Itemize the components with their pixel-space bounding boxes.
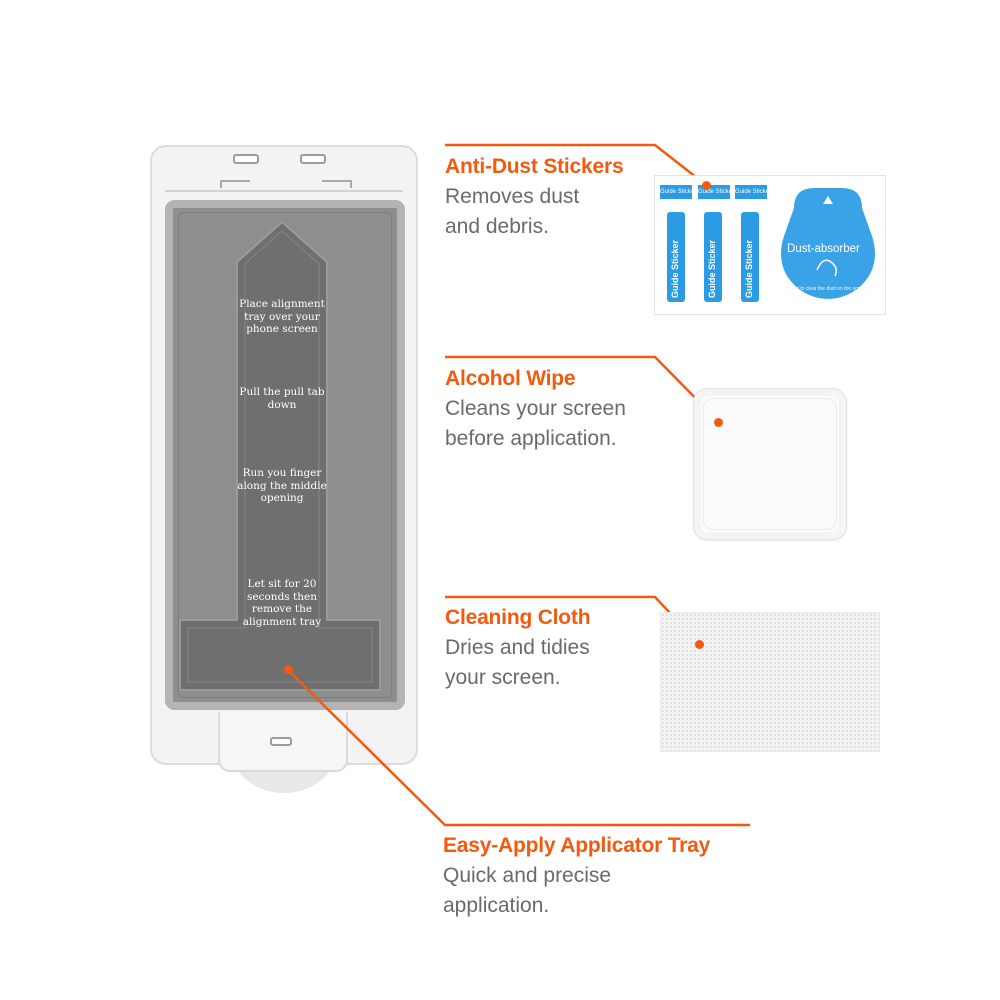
alcohol-wipe-desc-2: before application. bbox=[445, 427, 617, 450]
hand-wipe-icon bbox=[816, 259, 838, 277]
pull-tab-inner-outline bbox=[187, 230, 373, 683]
cleaning-cloth bbox=[660, 612, 880, 752]
instruction-step-3: Run you finger along the middle opening bbox=[237, 467, 327, 504]
cleaning-cloth-title: Cleaning Cloth bbox=[445, 606, 591, 629]
anti-dust-title: Anti-Dust Stickers bbox=[445, 155, 624, 178]
tray-top-rail bbox=[165, 148, 403, 192]
dust-absorber-shape bbox=[781, 188, 875, 299]
guide-sticker-strip-1-label: Guide Sticker bbox=[670, 239, 680, 298]
dust-absorber-label: Dust-absorber bbox=[787, 243, 860, 255]
guide-sticker-strip-3 bbox=[741, 212, 759, 302]
instruction-step-1: Place alignment tray over your phone scr… bbox=[239, 298, 325, 335]
pull-tab-shape bbox=[179, 220, 381, 691]
applicator-tray-dot bbox=[284, 665, 293, 674]
tray-slot-top-right bbox=[300, 154, 326, 164]
dust-absorber-sticker bbox=[781, 188, 875, 299]
pull-tab[interactable] bbox=[165, 200, 405, 710]
instruction-step-2: Pull the pull tab down bbox=[239, 386, 325, 411]
guide-sticker-strip-2-label: Guide Sticker bbox=[707, 239, 717, 298]
up-arrow-icon bbox=[823, 196, 833, 204]
instruction-step-4: Let sit for 20 seconds then remove the a… bbox=[242, 578, 322, 628]
alcohol-wipe-dot bbox=[714, 418, 723, 427]
applicator-tray-title: Easy-Apply Applicator Tray bbox=[443, 834, 711, 857]
tray-clip-right bbox=[322, 180, 352, 188]
tray-clip-left bbox=[220, 180, 250, 188]
applicator-tray-desc-2: application. bbox=[443, 894, 550, 917]
anti-dust-desc-2: and debris. bbox=[445, 215, 549, 238]
anti-dust-desc-1: Removes dust bbox=[445, 185, 580, 208]
guide-sticker-strip-1 bbox=[667, 212, 685, 302]
alcohol-wipe-seal bbox=[703, 398, 837, 530]
dust-absorber-caption: Used to clear the dust on the screen. bbox=[787, 286, 869, 292]
guide-sticker-tab-3: Guide Sticker bbox=[735, 185, 767, 199]
anti-dust-line bbox=[445, 143, 707, 186]
guide-sticker-tab-1: Guide Sticker bbox=[660, 185, 692, 199]
cleaning-cloth-desc-2: your screen. bbox=[445, 666, 561, 689]
guide-sticker-strip-2 bbox=[704, 212, 722, 302]
alcohol-wipe-pad bbox=[693, 388, 847, 540]
applicator-tray-line bbox=[287, 669, 750, 827]
cleaning-cloth-desc-1: Dries and tidies bbox=[445, 636, 590, 659]
tray-well-edge bbox=[178, 212, 392, 698]
guide-sticker-strip-3-label: Guide Sticker bbox=[744, 239, 754, 298]
alcohol-wipe-desc-1: Cleans your screen bbox=[445, 397, 626, 420]
anti-dust-dot bbox=[702, 181, 711, 190]
cleaning-cloth-dot bbox=[695, 640, 704, 649]
alcohol-wipe-title: Alcohol Wipe bbox=[445, 367, 576, 390]
tray-slot-bottom bbox=[270, 737, 292, 746]
tray-slot-top-left bbox=[233, 154, 259, 164]
applicator-tray-desc-1: Quick and precise bbox=[443, 864, 612, 887]
